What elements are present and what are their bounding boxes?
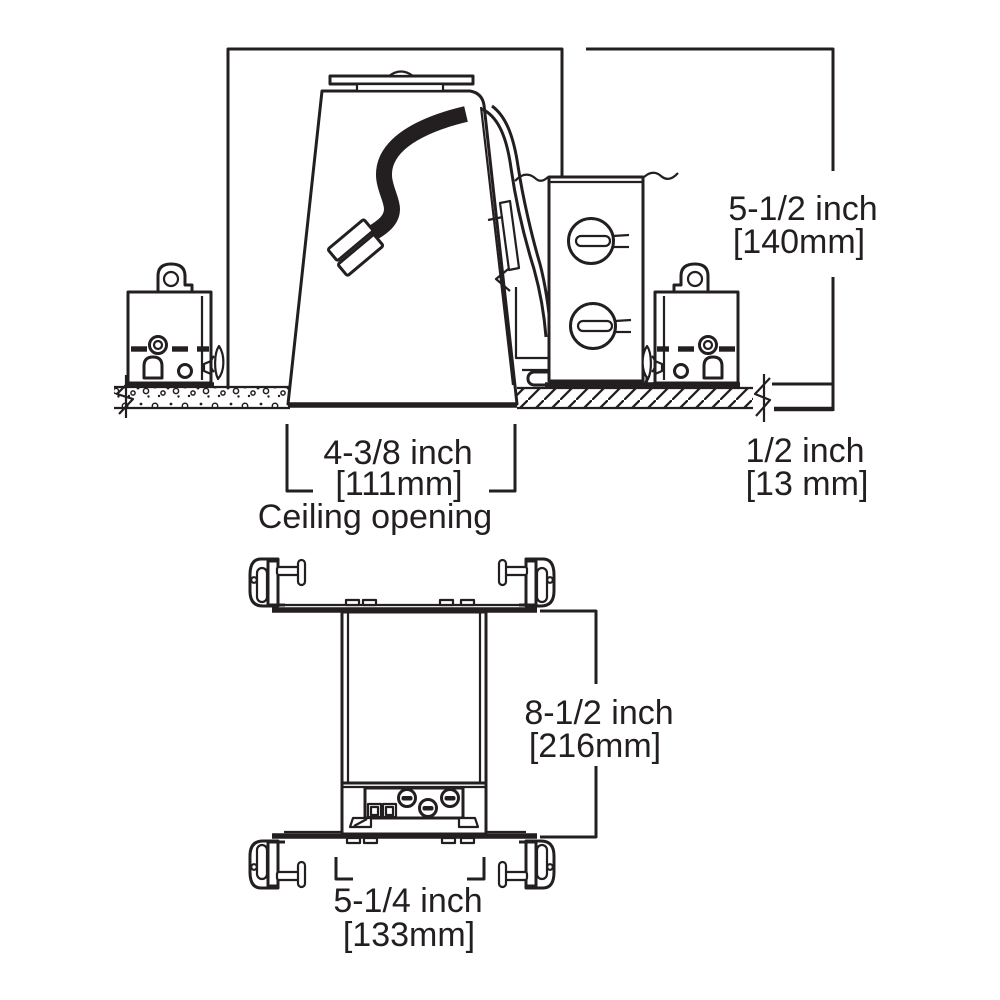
length-label-inches: 8-1/2 inch — [524, 694, 673, 732]
housing-can — [286, 70, 519, 408]
hanger-end-bottom-left — [248, 839, 307, 890]
width-dimension-lines — [334, 857, 486, 881]
opening-label-mm: [111mm] — [335, 465, 462, 503]
supply-cable — [481, 104, 553, 338]
hanger-bar-top — [272, 598, 537, 613]
ceiling-opening-dimension-lines — [285, 424, 517, 493]
ceiling-section-right — [517, 374, 772, 422]
hanger-end-top-left — [248, 557, 307, 608]
height-dimension-lines — [226, 47, 835, 412]
junction-box — [514, 171, 679, 388]
flex-conduit — [327, 106, 468, 277]
height-label-inches: 5-1/2 inch — [728, 190, 877, 228]
driver-box — [348, 786, 480, 829]
width-label-inches: 5-1/4 inch — [333, 882, 482, 920]
knockout-top — [567, 217, 630, 265]
length-dimension-lines — [540, 609, 598, 839]
width-label-mm: [133mm] — [343, 916, 475, 954]
mounting-bracket-right — [643, 264, 740, 385]
opening-caption: Ceiling opening — [258, 498, 492, 536]
mounting-bracket-left — [126, 264, 223, 385]
side-view — [114, 47, 835, 493]
front-view — [248, 557, 598, 890]
conduit-connector — [327, 218, 385, 277]
hanger-end-bottom-right — [497, 839, 556, 890]
dimension-labels: 5-1/2 inch [140mm] 4-3/8 inch [111mm] Ce… — [258, 190, 878, 954]
ceiling-thickness-label-inches: 1/2 inch — [745, 432, 864, 470]
knockout-bottom — [569, 302, 632, 350]
hanger-end-top-right — [497, 557, 556, 608]
height-label-mm: [140mm] — [733, 223, 865, 261]
length-label-mm: [216mm] — [529, 727, 661, 765]
ceiling-thickness-label-mm: [13 mm] — [746, 465, 869, 503]
opening-label-inches: 4-3/8 inch — [323, 434, 472, 472]
